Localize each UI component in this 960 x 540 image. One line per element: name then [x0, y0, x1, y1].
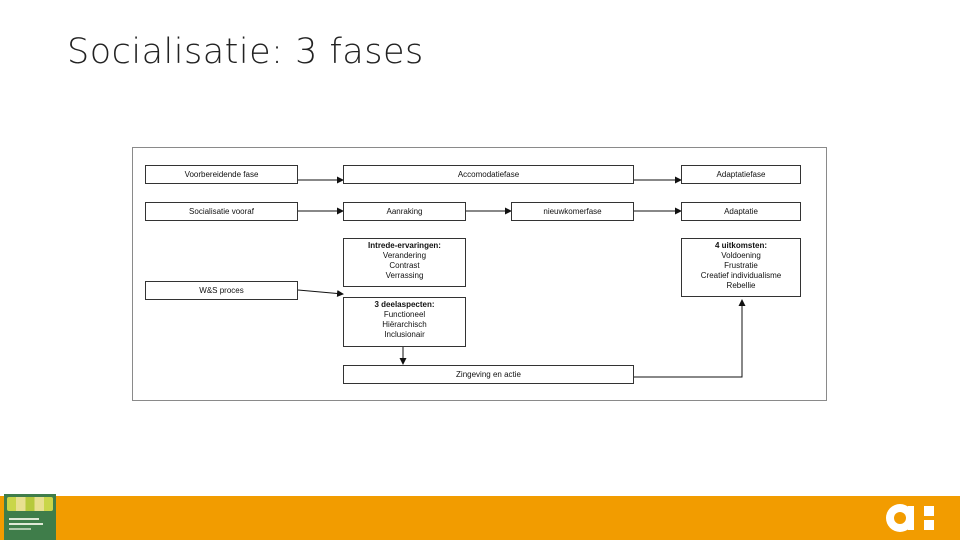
book-cover-line [9, 528, 31, 530]
box-voorbereidende-fase: Voorbereidende fase [145, 165, 298, 184]
box-accomodatiefase: Accomodatiefase [343, 165, 634, 184]
socialisation-diagram: Voorbereidende fase Accomodatiefase Adap… [132, 147, 827, 401]
uitkomsten-item: Rebellie [726, 281, 756, 290]
box-intrede-ervaringen: Intrede-ervaringen: Verandering Contrast… [343, 238, 466, 287]
uitkomsten-heading: 4 uitkomsten: [714, 241, 767, 250]
intrede-heading: Intrede-ervaringen: [368, 241, 441, 250]
book-cover-line [9, 518, 39, 520]
box-adaptatie: Adaptatie [681, 202, 801, 221]
uitkomsten-item: Voldoening [721, 251, 761, 260]
deelaspecten-item: Inclusionair [384, 330, 425, 339]
deelaspecten-item: Functioneel [383, 310, 426, 319]
deelaspecten-heading: 3 deelaspecten: [374, 300, 435, 309]
box-deelaspecten: 3 deelaspecten: Functioneel Hiërarchisch… [343, 297, 466, 347]
footer-bar [0, 496, 960, 540]
deelaspecten-item: Hiërarchisch [382, 320, 427, 329]
box-socialisatie-vooraf: Socialisatie vooraf [145, 202, 298, 221]
intrede-item: Contrast [389, 261, 420, 270]
a-colon-logo [886, 504, 934, 532]
box-aanraking: Aanraking [343, 202, 466, 221]
box-zingeving-en-actie: Zingeving en actie [343, 365, 634, 384]
box-uitkomsten: 4 uitkomsten: Voldoening Frustratie Crea… [681, 238, 801, 297]
intrede-item: Verandering [382, 251, 427, 260]
book-cover-figures [7, 497, 53, 511]
book-cover-thumbnail [4, 494, 56, 540]
slide-title: Socialisatie: 3 fases [67, 32, 424, 72]
box-adaptatiefase: Adaptatiefase [681, 165, 801, 184]
arrow-zingeving-uitkomsten [634, 299, 746, 378]
intrede-item: Verrassing [385, 271, 424, 280]
box-ws-proces: W&S proces [145, 281, 298, 300]
box-nieuwkomerfase: nieuwkomerfase [511, 202, 634, 221]
uitkomsten-item: Frustratie [724, 261, 758, 270]
uitkomsten-item: Creatief individualisme [700, 271, 782, 280]
arrow-ws-deelaspecten [297, 289, 344, 297]
book-cover-line [9, 523, 43, 525]
